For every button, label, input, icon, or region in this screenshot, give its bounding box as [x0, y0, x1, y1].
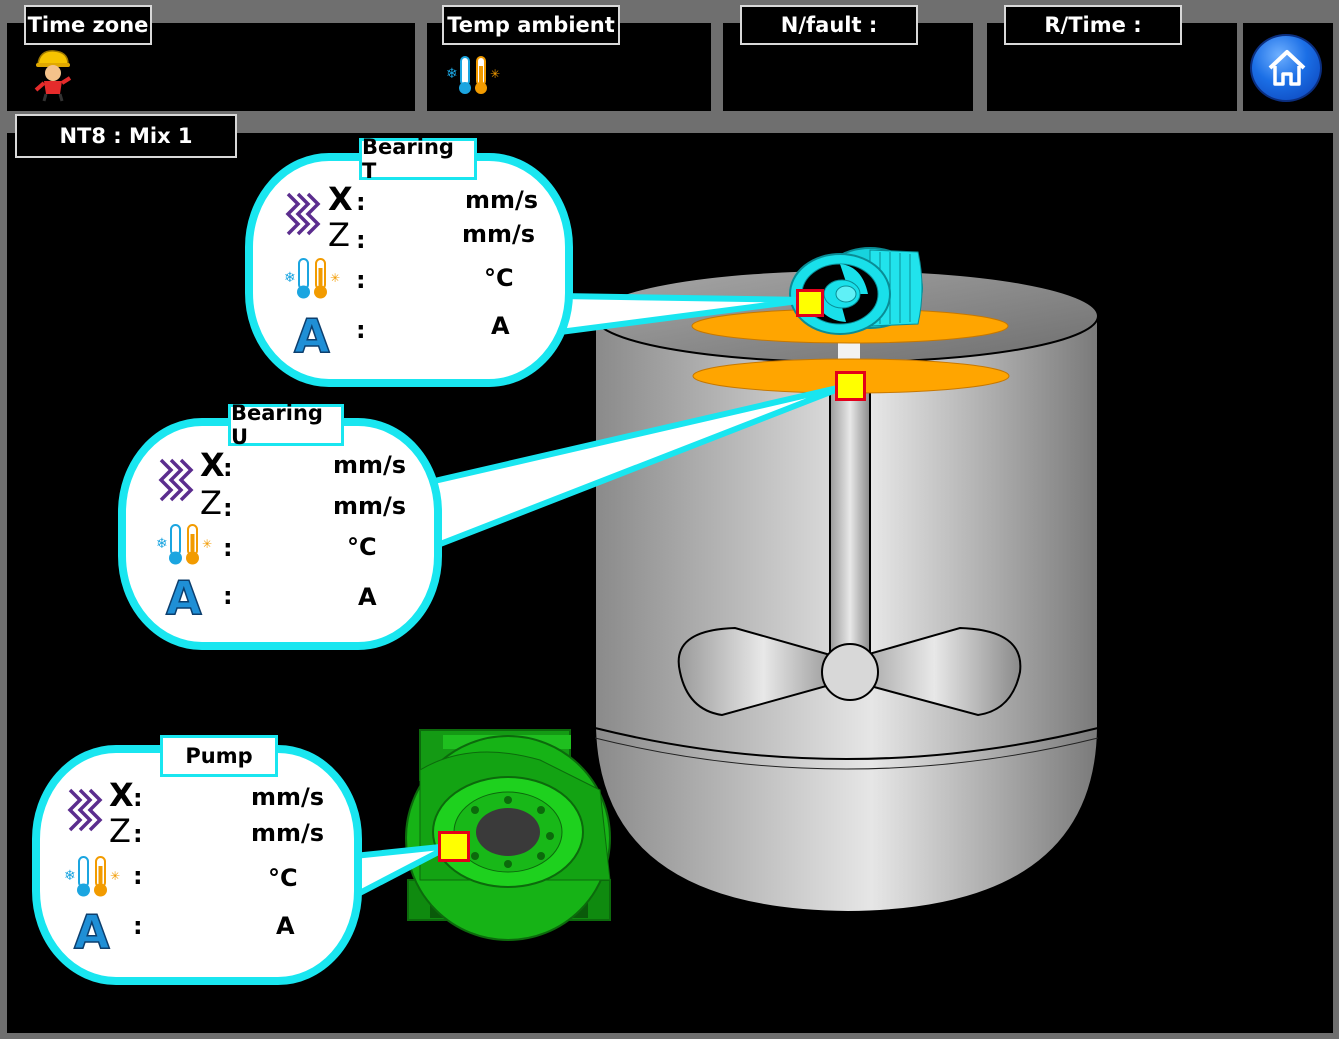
- svg-text:A: A: [74, 906, 110, 952]
- colon: :: [356, 188, 366, 216]
- pump-sensor[interactable]: [438, 831, 470, 862]
- z-axis-label: Z: [200, 484, 222, 522]
- colon: :: [223, 534, 233, 562]
- z-axis-label: Z: [328, 216, 350, 254]
- temp-ambient-label: Temp ambient: [442, 5, 620, 45]
- r-time-label: R/Time :: [1004, 5, 1182, 45]
- vibration-icon: [67, 788, 103, 832]
- vibration-icon: [158, 458, 194, 502]
- ampere-icon: A: [165, 572, 203, 618]
- x-unit: mm/s: [251, 783, 325, 811]
- x-unit: mm/s: [333, 451, 407, 479]
- z-axis-label: Z: [109, 812, 131, 850]
- current-unit: A: [276, 912, 295, 940]
- x-unit: mm/s: [465, 186, 539, 214]
- bearing-t-sensor[interactable]: [796, 289, 824, 317]
- home-icon: [1268, 50, 1306, 86]
- thermometer-icon: ❄ ✳: [64, 856, 120, 897]
- colon: :: [223, 494, 233, 522]
- colon: :: [356, 266, 366, 294]
- colon: :: [133, 912, 143, 940]
- bearing-u-sensor[interactable]: [835, 371, 866, 401]
- current-unit: A: [358, 583, 377, 611]
- colon: :: [133, 784, 143, 812]
- svg-text:✳: ✳: [490, 67, 500, 81]
- ampere-icon: A: [293, 310, 331, 356]
- z-unit: mm/s: [251, 819, 325, 847]
- ampere-icon: A: [73, 906, 111, 952]
- x-axis-label: X: [109, 776, 134, 814]
- worker-icon: [30, 46, 76, 106]
- svg-text:❄: ❄: [284, 270, 296, 286]
- z-unit: mm/s: [333, 492, 407, 520]
- bearing-t-title: Bearing T: [359, 135, 477, 183]
- temperature-unit: °C: [268, 864, 298, 892]
- pump-title: Pump: [160, 735, 278, 777]
- temperature-unit: °C: [347, 533, 377, 561]
- x-axis-label: X: [328, 180, 353, 218]
- svg-text:❄: ❄: [446, 66, 458, 82]
- vibration-icon: [285, 192, 321, 236]
- home-button[interactable]: [1250, 34, 1322, 102]
- svg-text:A: A: [166, 572, 202, 618]
- view-title: NT8 : Mix 1: [15, 114, 237, 158]
- bearing-u-title: Bearing U: [228, 401, 344, 449]
- svg-text:✳: ✳: [330, 271, 340, 285]
- svg-text:A: A: [294, 310, 330, 356]
- colon: :: [133, 820, 143, 848]
- n-fault-label: N/fault :: [740, 5, 918, 45]
- x-axis-label: X: [200, 446, 225, 484]
- svg-text:✳: ✳: [202, 537, 212, 551]
- temperature-unit: °C: [484, 264, 514, 292]
- colon: :: [133, 862, 143, 890]
- thermometer-icon: ❄ ✳: [284, 258, 340, 299]
- svg-text:✳: ✳: [110, 869, 120, 883]
- colon: :: [223, 582, 233, 610]
- svg-text:❄: ❄: [64, 868, 76, 884]
- z-unit: mm/s: [462, 220, 536, 248]
- colon: :: [356, 226, 366, 254]
- time-zone-label: Time zone: [24, 5, 152, 45]
- colon: :: [223, 454, 233, 482]
- current-unit: A: [491, 312, 510, 340]
- colon: :: [356, 316, 366, 344]
- agitator: [677, 343, 1022, 717]
- thermometer-icon: ❄ ✳: [446, 54, 512, 102]
- thermometer-icon: ❄ ✳: [156, 524, 212, 565]
- pump: [405, 729, 611, 941]
- svg-text:❄: ❄: [156, 536, 168, 552]
